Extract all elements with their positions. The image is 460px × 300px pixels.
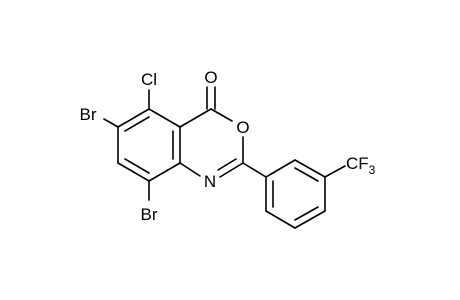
bond-c5-c6 xyxy=(117,108,150,128)
bond-c2-n1 xyxy=(219,162,244,178)
cf3-main-text: CF xyxy=(346,154,369,173)
atom-label-cl: Cl xyxy=(141,70,157,89)
bonds-halogens xyxy=(103,89,150,201)
bond-p5-p6 xyxy=(265,210,296,229)
bonds-carbonyl xyxy=(206,86,216,110)
bonds-phenyl-ring xyxy=(265,159,326,229)
atom-label-br-bottom: Br xyxy=(141,205,158,224)
bond-c4-o3 xyxy=(210,108,233,122)
atom-label-br-top: Br xyxy=(80,105,97,124)
atom-label-o-carbonyl: O xyxy=(204,68,217,87)
bond-p1-p2 xyxy=(265,159,296,178)
bond-c7-c8-inner xyxy=(124,158,150,174)
bond-p2-p3-inner xyxy=(294,167,319,182)
atom-label-o-ring: O xyxy=(236,118,249,137)
bond-c2-phenyl xyxy=(242,162,267,178)
atom-label-cf3: CF3 xyxy=(346,154,376,177)
bond-n1-c8a xyxy=(179,162,201,177)
bond-p3-cf3 xyxy=(324,165,346,178)
bonds-oxazine-ring xyxy=(179,108,244,178)
bond-c6-br xyxy=(103,118,119,128)
bond-p2-p3 xyxy=(294,159,326,178)
cf3-subscript: 3 xyxy=(369,163,376,177)
bond-c2-n1-inner xyxy=(217,158,237,171)
bond-p4-p5-inner xyxy=(294,206,319,221)
bond-c8-c8a xyxy=(148,162,181,182)
bond-c7-c8 xyxy=(117,162,150,182)
bonds-left-ring xyxy=(117,108,181,182)
bond-p4-p5 xyxy=(294,210,326,229)
atom-label-n-ring: N xyxy=(204,172,216,191)
bond-c4a-c5 xyxy=(148,108,181,128)
bond-c5-c6-inner xyxy=(124,116,150,132)
bond-c4a-c4 xyxy=(179,108,212,128)
